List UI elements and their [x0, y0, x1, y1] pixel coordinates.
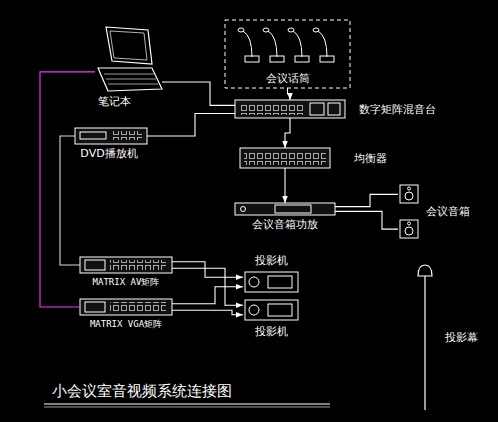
- device-label: 均衡器: [354, 152, 387, 165]
- device-node: 笔记本: [95, 25, 162, 92]
- signal-wire: [60, 136, 80, 265]
- device-label: 投影机: [255, 325, 288, 338]
- device-label: 会议音箱功放: [252, 218, 318, 231]
- signal-wire: [147, 114, 235, 137]
- signal-wire: [284, 168, 285, 203]
- signal-wire: [172, 268, 243, 305]
- device-label: 会议话筒: [266, 72, 310, 85]
- signal-wire: [162, 82, 235, 105]
- signal-wire: [40, 72, 95, 307]
- device-node: 会议音箱: [398, 183, 420, 240]
- signal-wire: [172, 310, 243, 315]
- matrix-devices: [80, 257, 172, 315]
- device-node: DVD播放机: [75, 128, 147, 144]
- device-label: DVD播放机: [80, 147, 137, 160]
- device-node: 会议音箱功放: [235, 203, 335, 215]
- dvd-device: [75, 128, 147, 144]
- amplifier-device: [235, 203, 335, 215]
- equalizer-device: [240, 148, 330, 168]
- signal-wire: [285, 118, 290, 148]
- device-node: 投影机: [243, 298, 300, 322]
- device-node: 会议话筒: [225, 20, 350, 88]
- projector-pair: [245, 272, 298, 320]
- device-label: 笔记本: [98, 95, 131, 108]
- device-label: 投影幕: [445, 331, 478, 344]
- device-node: MATRIX VGA矩阵: [80, 299, 172, 315]
- mixer-device: [235, 100, 345, 118]
- laptop-figure: [98, 27, 162, 91]
- device-label: 投影机: [255, 254, 288, 267]
- device-node: 投影机: [243, 270, 300, 294]
- signal-wire: [335, 211, 398, 229]
- device-node: 均衡器: [240, 148, 330, 168]
- diagram-title: 小会议室音视频系统连接图: [52, 382, 232, 400]
- device-node: 数字矩阵混音台: [235, 100, 345, 118]
- device-node: 投影幕: [415, 262, 435, 412]
- signal-wire: [172, 287, 243, 304]
- signal-wire: [288, 88, 291, 100]
- title-underline: [44, 407, 330, 408]
- signal-wire: [172, 262, 243, 277]
- device-label: 数字矩阵混音台: [359, 103, 436, 116]
- projection-screen: [418, 265, 432, 410]
- speaker-pair: [400, 185, 418, 238]
- device-label: MATRIX VGA矩阵: [90, 318, 162, 330]
- device-label: MATRIX AV矩阵: [93, 276, 160, 288]
- signal-wire: [335, 194, 398, 206]
- microphone-group: [225, 20, 350, 88]
- device-label: 会议音箱: [426, 205, 470, 218]
- title-underline: [44, 403, 330, 404]
- device-node: MATRIX AV矩阵: [80, 257, 172, 273]
